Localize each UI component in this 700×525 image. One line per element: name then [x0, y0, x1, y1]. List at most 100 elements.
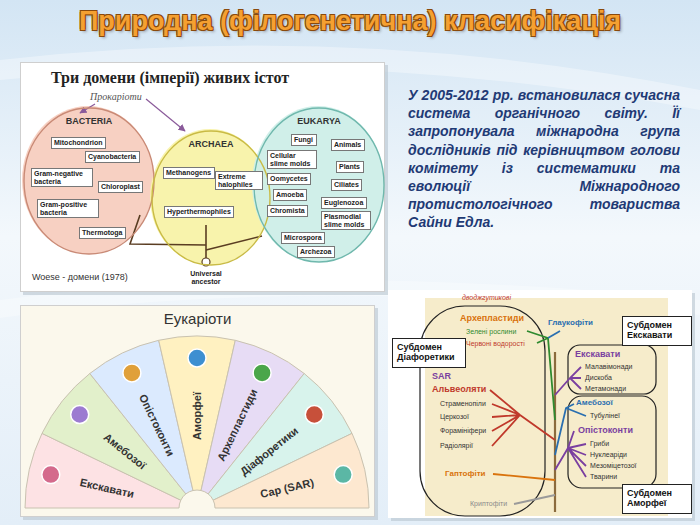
- pointer-arrow: [146, 99, 185, 131]
- domain-name: EUKARYA: [253, 107, 385, 126]
- taxon-label: Церкозої: [440, 412, 469, 421]
- tree-branches: [130, 215, 262, 258]
- figure-label: Universal ancestor: [181, 270, 231, 285]
- domain-outline: [152, 131, 270, 265]
- domain-outline: [151, 130, 271, 266]
- taxon-name: Ciliates: [331, 179, 362, 191]
- taxon-name: Microspora: [281, 232, 325, 244]
- taxon-box: Oomycetes: [267, 173, 311, 185]
- caption-text: Woese - домени (1978): [32, 272, 128, 282]
- panel-heading: Еукаріоти: [21, 306, 374, 327]
- taxon-label: Глаукофіти: [548, 318, 593, 328]
- taxon-box: Archezoa: [297, 246, 335, 258]
- callout-text: Субдомен Аморфеї: [627, 488, 687, 509]
- taxon-label: Метамонади: [585, 384, 626, 393]
- domain-outline: [254, 108, 384, 262]
- domain-ellipse: BACTERIA MitochondrionCyanobacteriaGram-n…: [23, 107, 155, 255]
- taxon-box: Methanogens: [163, 167, 215, 179]
- taxon-box: Hyperthermophiles: [164, 206, 234, 218]
- taxon-name: Fungi: [291, 134, 317, 146]
- panel-heading: Три домени (імперії) живих істот: [21, 63, 384, 87]
- taxon-box: Cyanobacteria: [85, 151, 140, 163]
- branch-label: Архепластиди: [215, 387, 260, 463]
- taxon-label: Страменопіли: [440, 399, 486, 408]
- domain-outline: [24, 108, 154, 254]
- group-outline: [568, 396, 656, 488]
- callout-box: Субдомен Діафоретики: [392, 338, 466, 368]
- taxon-box: Euglenozoa: [321, 197, 367, 209]
- taxon-box: Ciliates: [331, 179, 362, 191]
- branch-label: Екскавати: [79, 476, 136, 500]
- taxon-name: Animals: [331, 139, 365, 151]
- taxon-box: Amoeba: [273, 189, 307, 201]
- taxon-name: Gram-negative bacteria: [31, 168, 93, 187]
- taxon-box: Cellular slime molds: [267, 150, 317, 170]
- domain-fill: [252, 106, 384, 262]
- tree-branches: [490, 331, 586, 512]
- taxon-label: Дискоба: [585, 373, 612, 382]
- taxon-label: Гриби: [590, 439, 609, 448]
- organism-pictures: [42, 349, 352, 484]
- branch-label: Аморфеї: [191, 392, 203, 440]
- panel-ground: [20, 62, 385, 292]
- domain-fill: [150, 129, 270, 265]
- callout-text: Субдомен Діафоретики: [397, 342, 461, 363]
- taxon-label: Екскавати: [575, 349, 620, 360]
- taxon-label: Тубулінеї: [590, 411, 620, 420]
- slide-title: Природна (філогенетична) класифікація: [0, 6, 700, 37]
- taxon-name: Methanogens: [163, 167, 215, 179]
- branch-label: Амебозої: [102, 430, 149, 471]
- taxon-box: Fungi: [291, 134, 317, 146]
- taxon-name: Cyanobacteria: [85, 151, 140, 163]
- taxon-box: Chromista: [267, 205, 308, 217]
- taxon-box: Microspora: [281, 232, 325, 244]
- branch-label: Опістоконти: [137, 392, 177, 458]
- taxon-label: Гаптофіти: [445, 469, 485, 479]
- taxon-label: Червоні водорості: [466, 339, 525, 348]
- taxon-label: Архепластиди: [460, 313, 524, 324]
- domain-name: BACTERIA: [23, 107, 155, 126]
- domain-ellipse: ARCHAEA MethanogensExtreme halophilesHype…: [151, 130, 271, 266]
- taxon-label: Нуклеаріди: [590, 450, 627, 459]
- taxon-box: Extreme halophiles: [215, 171, 263, 191]
- taxon-label: SAR: [432, 371, 451, 382]
- taxon-label: Опістоконти: [578, 425, 633, 436]
- taxon-name: Amoeba: [273, 189, 307, 201]
- taxon-label: Радіолярії: [440, 441, 473, 450]
- branch-label: Сар (SAR): [259, 476, 315, 500]
- taxon-name: Chromista: [267, 205, 308, 217]
- taxon-name: Extreme halophiles: [215, 171, 263, 190]
- domain-name: ARCHAEA: [151, 130, 271, 149]
- taxon-box: Thermotoga: [79, 227, 126, 239]
- taxon-box: Plants: [336, 161, 364, 173]
- fan-wedges: [25, 336, 369, 508]
- callout-text: Субдомен Екскавати: [627, 320, 687, 341]
- taxon-label: Альвеоляти: [432, 384, 486, 395]
- taxon-label: дводжгутикові: [462, 293, 511, 302]
- taxon-label: Форамініфери: [440, 426, 486, 435]
- domain-ellipse: EUKARYA Fungi AnimalsCellular slime moldsO…: [253, 107, 385, 263]
- taxon-label: Криптофіти: [470, 499, 507, 508]
- taxon-name: Oomycetes: [267, 173, 311, 185]
- taxon-label: Тварини: [590, 472, 617, 481]
- callout-box: Субдомен Екскавати: [622, 316, 692, 346]
- taxon-name: Plants: [336, 161, 364, 173]
- callout-box: Субдомен Аморфеї: [622, 484, 692, 514]
- figure-label: Прокаріоти: [90, 91, 142, 102]
- taxon-name: Plasmodial slime molds: [321, 211, 371, 230]
- taxon-box: Gram-positive bacteria: [37, 199, 99, 219]
- panel-ground: [388, 290, 692, 518]
- taxon-name: Hyperthermophiles: [164, 206, 234, 218]
- taxon-name: Thermotoga: [79, 227, 126, 239]
- figure-panel: Три домени (імперії) живих істотBACTERIA…: [20, 62, 385, 292]
- taxon-box: Gram-negative bacteria: [31, 168, 93, 188]
- group-outline: [568, 345, 656, 394]
- taxon-box: Plasmodial slime molds: [321, 211, 371, 231]
- taxon-label: Малавімонади: [585, 362, 633, 371]
- body-text: У 2005-2012 рр. встановилася сучасна сис…: [408, 86, 680, 232]
- taxon-name: Gram-positive bacteria: [37, 199, 99, 218]
- taxon-name: Chloroplast: [98, 181, 143, 193]
- taxon-label: Зелені рослини: [466, 327, 516, 336]
- taxon-box: Mitochondrion: [51, 137, 106, 149]
- taxon-name: Mitochondrion: [51, 137, 106, 149]
